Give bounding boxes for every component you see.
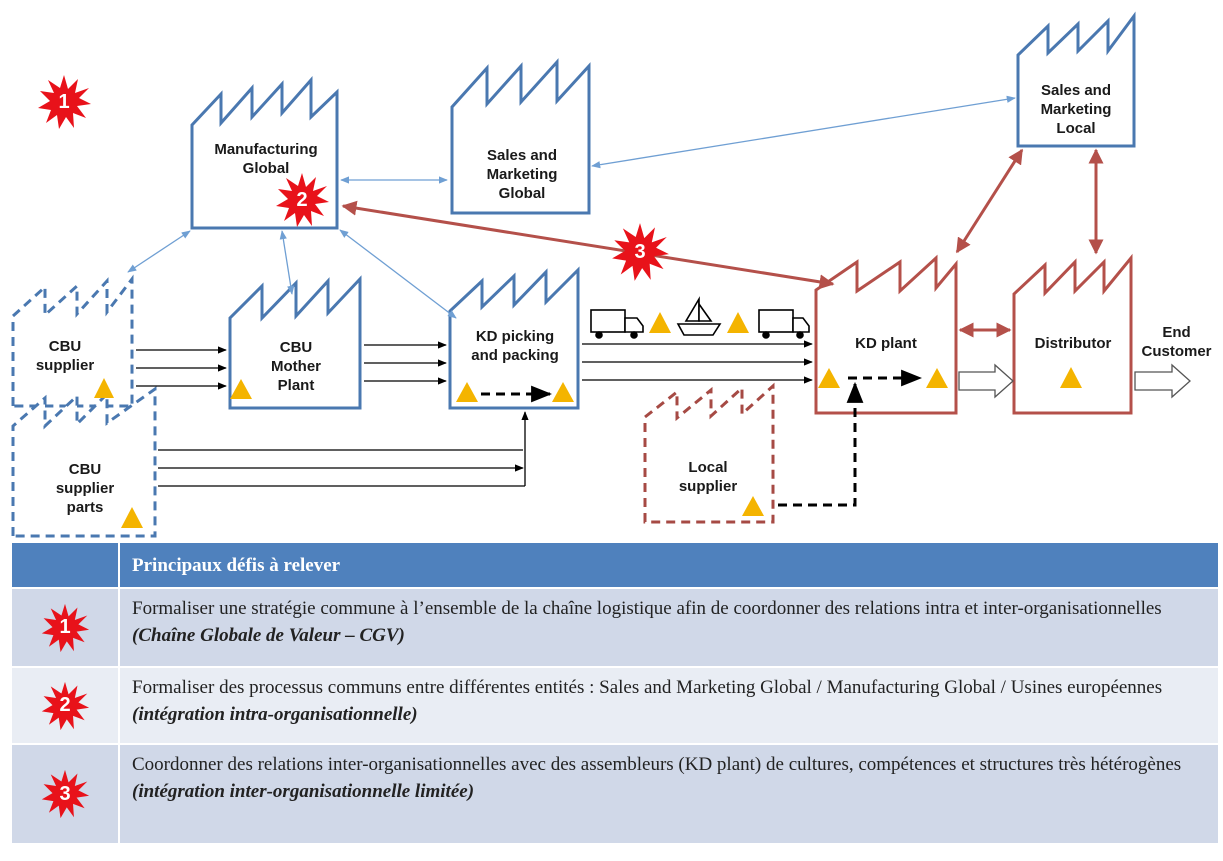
supply-chain-diagram: Manufacturing Global Sales and Marketing… xyxy=(11,11,1212,538)
factory-cbu-mother-plant xyxy=(228,275,362,410)
table-row-badge-cell: 3 xyxy=(12,745,120,843)
factory-distributor xyxy=(1012,253,1133,415)
factory-sales-marketing-global xyxy=(450,58,591,215)
challenge-badge-3: 3 xyxy=(40,769,90,819)
hollow-arrow-to-distributor xyxy=(958,363,1014,399)
label-kd-plant: KD plant xyxy=(855,335,917,352)
factory-cbu-supplier-parts xyxy=(11,386,157,538)
truck-icon xyxy=(758,309,810,339)
challenges-table: Principaux défis à relever 1 Formaliser … xyxy=(12,543,1218,845)
inventory-triangle-icon xyxy=(742,496,764,516)
label-sales-marketing-local: Sales and Marketing Local xyxy=(1040,82,1112,137)
inventory-triangle-icon xyxy=(552,382,574,402)
factory-cbu-supplier xyxy=(11,274,134,408)
inventory-triangle-icon xyxy=(1060,367,1082,388)
material-flow-lines xyxy=(136,340,813,487)
challenge-emphasis: (intégration intra-organisationnelle) xyxy=(132,704,418,725)
label-end-customer: End Customer xyxy=(1141,324,1212,360)
inventory-triangle-icon xyxy=(94,378,114,398)
truck-icon xyxy=(590,309,644,339)
challenge-badge-2: 2 xyxy=(274,172,330,228)
factory-kd-picking-packing xyxy=(448,266,580,410)
table-header-blank-cell xyxy=(12,543,120,587)
table-header-row: Principaux défis à relever xyxy=(12,543,1218,589)
label-local-supplier: Local supplier xyxy=(678,459,738,495)
table-row: 1 Formaliser une stratégie commune à l’e… xyxy=(12,589,1218,668)
factory-local-supplier xyxy=(643,382,775,524)
label-sales-marketing-global: Sales and Marketing Global xyxy=(486,147,558,202)
challenge-emphasis: (Chaîne Globale de Valeur – CGV) xyxy=(132,625,405,646)
table-row-badge-cell: 2 xyxy=(12,668,120,743)
inventory-triangle-icon xyxy=(121,507,143,528)
table-row-badge-cell: 1 xyxy=(12,589,120,666)
inventory-triangle-icon xyxy=(230,379,252,399)
table-row: 3 Coordonner des relations inter-organis… xyxy=(12,745,1218,845)
table-row-text: Formaliser une stratégie commune à l’ens… xyxy=(120,589,1218,666)
label-kd-picking-packing: KD picking and packing xyxy=(471,328,559,364)
label-distributor: Distributor xyxy=(1034,335,1112,352)
inventory-triangle-icon xyxy=(727,312,749,333)
factory-sales-marketing-local xyxy=(1016,11,1136,148)
local-coordination-links xyxy=(341,148,1104,338)
label-cbu-supplier: CBU supplier xyxy=(35,338,95,374)
table-row-text: Formaliser des processus communs entre d… xyxy=(120,668,1218,743)
table-row: 2 Formaliser des processus communs entre… xyxy=(12,668,1218,745)
label-cbu-supplier-parts: CBU supplier parts xyxy=(55,461,115,516)
challenge-badge-1: 1 xyxy=(36,74,92,130)
inventory-triangle-icon xyxy=(926,368,948,388)
inventory-triangle-icon xyxy=(818,368,840,388)
label-cbu-mother-plant: CBU Mother Plant xyxy=(271,339,321,394)
table-row-text: Coordonner des relations inter-organisat… xyxy=(120,745,1218,843)
inventory-triangle-icon xyxy=(649,312,671,333)
challenge-badge-3: 3 xyxy=(610,222,670,282)
challenge-description: Formaliser des processus communs entre d… xyxy=(132,677,1163,698)
hollow-arrow-to-end-customer xyxy=(1134,363,1191,399)
challenge-description: Formaliser une stratégie commune à l’ens… xyxy=(132,598,1162,619)
challenge-description: Coordonner des relations inter-organisat… xyxy=(132,754,1182,775)
diagram-canvas xyxy=(11,11,1191,538)
challenge-badge-1: 1 xyxy=(40,603,90,653)
inventory-triangles xyxy=(94,312,1082,528)
inventory-triangle-icon xyxy=(456,382,478,402)
challenge-badge-2: 2 xyxy=(40,681,90,731)
table-header-title: Principaux défis à relever xyxy=(132,554,341,576)
label-manufacturing-global: Manufacturing Global xyxy=(214,141,318,177)
internal-flow-dashed xyxy=(481,369,923,507)
ship-icon xyxy=(676,296,722,336)
challenge-emphasis: (intégration inter-organisationnelle lim… xyxy=(132,781,475,802)
